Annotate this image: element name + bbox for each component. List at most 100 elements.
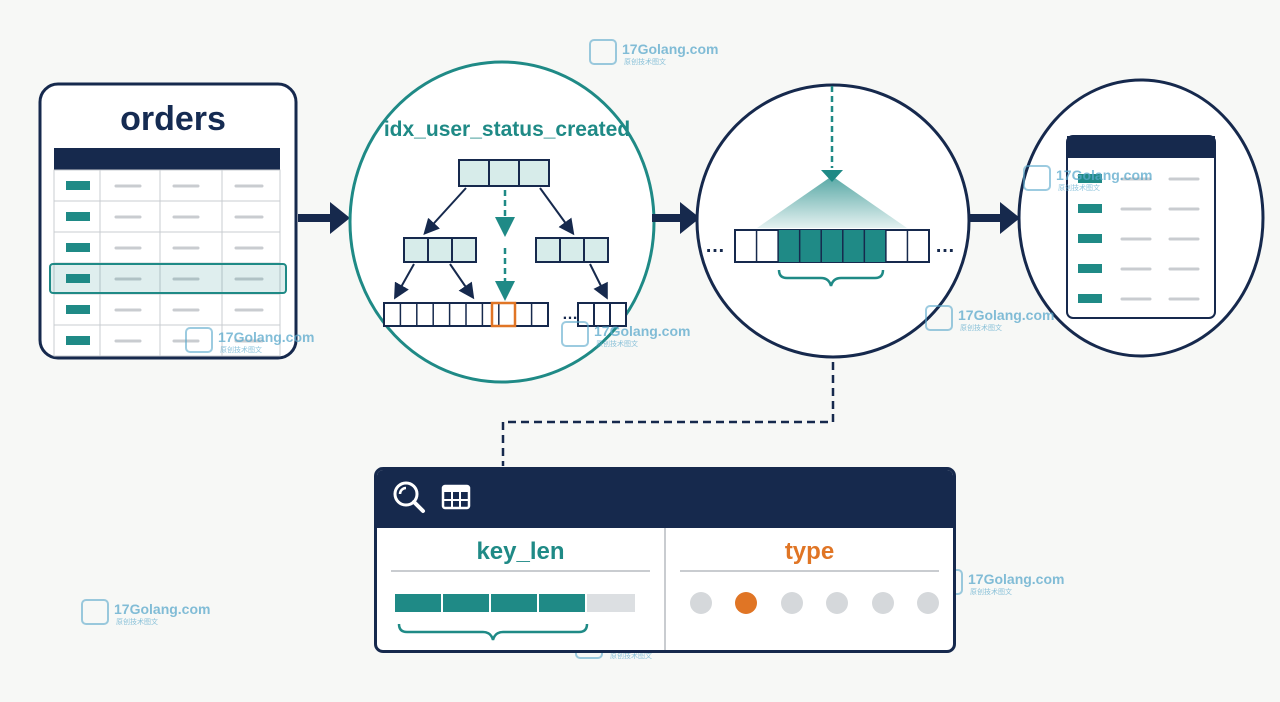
type-label: type bbox=[784, 538, 835, 565]
watermark-subtext: 原创技术图文 bbox=[116, 617, 158, 626]
type-option[interactable] bbox=[780, 592, 803, 614]
row-key-cell bbox=[66, 305, 90, 314]
result-row bbox=[1078, 264, 1200, 273]
key-len-column: key_len bbox=[377, 528, 664, 650]
watermark-text: 17Golang.com bbox=[958, 307, 1054, 323]
range-scanned-entry bbox=[864, 230, 886, 262]
range-scan-circle: … … bbox=[695, 83, 971, 359]
key-len-segment bbox=[443, 594, 491, 612]
range-ellipsis-right: … bbox=[935, 235, 955, 257]
explain-panel-header bbox=[377, 470, 953, 528]
type-option[interactable] bbox=[871, 592, 894, 614]
row-key-cell bbox=[66, 181, 90, 190]
row-key-cell bbox=[66, 336, 90, 345]
key-len-segment bbox=[539, 594, 587, 612]
type-options bbox=[690, 592, 939, 614]
btree-branch-node-left bbox=[403, 237, 477, 263]
key-len-divider bbox=[391, 570, 650, 572]
type-divider bbox=[680, 570, 939, 572]
watermark-text: 17Golang.com bbox=[622, 41, 718, 57]
search-icon[interactable] bbox=[391, 479, 427, 520]
panel-connector bbox=[501, 362, 835, 466]
watermark-text: 17Golang.com bbox=[968, 571, 1064, 587]
explain-panel: key_len type bbox=[374, 467, 956, 653]
watermark-subtext: 原创技术图文 bbox=[596, 339, 638, 348]
matched-leaf-entry bbox=[490, 301, 517, 328]
watermark-text: 17Golang.com bbox=[1056, 167, 1152, 183]
range-scan-cone bbox=[757, 176, 907, 228]
key-len-segment bbox=[395, 594, 443, 612]
btree-edges bbox=[394, 187, 608, 300]
result-row bbox=[1078, 174, 1200, 183]
result-row bbox=[1078, 204, 1200, 213]
table-row bbox=[53, 262, 281, 295]
type-option-selected[interactable] bbox=[735, 592, 758, 614]
table-row bbox=[53, 169, 281, 202]
watermark-subtext: 原创技术图文 bbox=[970, 587, 1012, 596]
watermark-logo-icon bbox=[1023, 165, 1051, 191]
watermark-subtext: 原创技术图文 bbox=[1058, 183, 1100, 192]
btree-root-node bbox=[458, 159, 550, 187]
range-scan-row bbox=[734, 229, 930, 263]
type-option[interactable] bbox=[916, 592, 939, 614]
table-row bbox=[53, 293, 281, 326]
watermark-subtext: 原创技术图文 bbox=[960, 323, 1002, 332]
table-grid-icon[interactable] bbox=[441, 484, 471, 515]
table-row bbox=[53, 231, 281, 264]
result-table-header bbox=[1067, 136, 1215, 158]
btree-leaf-tail bbox=[577, 302, 627, 327]
type-option[interactable] bbox=[826, 592, 849, 614]
orders-table-card: orders bbox=[38, 82, 298, 360]
index-name: idx_user_status_created bbox=[384, 118, 630, 141]
watermark-logo-icon bbox=[925, 305, 953, 331]
range-scanned-entry bbox=[778, 230, 800, 262]
type-option[interactable] bbox=[690, 592, 712, 614]
highlighted-row bbox=[49, 263, 287, 294]
arrow-table-to-index bbox=[298, 202, 350, 234]
watermark-text: 17Golang.com bbox=[594, 323, 690, 339]
result-row bbox=[1078, 294, 1200, 303]
table-title: orders bbox=[120, 100, 226, 138]
key-len-bar bbox=[395, 594, 635, 612]
table-rows bbox=[49, 169, 287, 357]
watermark-logo-icon bbox=[589, 39, 617, 65]
range-scanned-entry bbox=[842, 230, 865, 262]
key-len-brace bbox=[397, 623, 589, 641]
watermark-logo-icon bbox=[185, 327, 213, 353]
leaf-ellipsis: … bbox=[562, 306, 578, 323]
watermark-logo-icon bbox=[81, 599, 109, 625]
row-key-cell bbox=[66, 243, 90, 252]
range-scanned-entry bbox=[821, 230, 843, 262]
arrow-index-to-range bbox=[652, 202, 700, 234]
result-table-card bbox=[1066, 135, 1216, 319]
watermark-subtext: 原创技术图文 bbox=[220, 345, 262, 354]
result-rows-circle bbox=[1017, 78, 1265, 358]
range-ellipsis-left: … bbox=[705, 235, 725, 257]
btree-branch-node-right bbox=[535, 237, 609, 263]
row-key-cell bbox=[66, 212, 90, 221]
range-brace bbox=[777, 269, 885, 287]
explain-panel-body: key_len type bbox=[377, 528, 953, 650]
key-len-segment bbox=[491, 594, 539, 612]
watermark-subtext: 原创技术图文 bbox=[624, 57, 666, 66]
watermark-logo-icon bbox=[561, 321, 589, 347]
watermark-subtext: 原创技术图文 bbox=[610, 651, 652, 660]
result-table-rows bbox=[1078, 174, 1200, 303]
result-row bbox=[1078, 234, 1200, 243]
table-header bbox=[54, 148, 280, 170]
table-row bbox=[53, 200, 281, 233]
row-key-cell bbox=[66, 274, 90, 283]
range-scanned-entry bbox=[799, 230, 822, 262]
btree-leaf-row bbox=[383, 302, 549, 327]
watermark-text: 17Golang.com bbox=[114, 601, 210, 617]
type-column: type bbox=[664, 528, 953, 650]
key-len-label: key_len bbox=[476, 538, 565, 565]
watermark-text: 17Golang.com bbox=[218, 329, 314, 345]
